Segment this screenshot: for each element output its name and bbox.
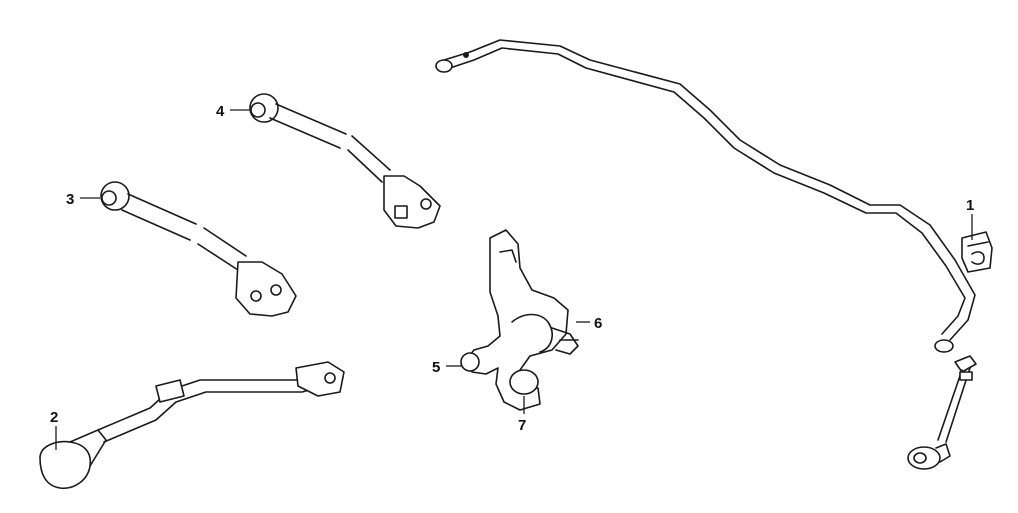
callout-1: 1 bbox=[966, 197, 974, 214]
stabilizer-bar[interactable] bbox=[435, 39, 976, 353]
callout-2: 2 bbox=[50, 409, 58, 426]
callout-6: 6 bbox=[594, 315, 602, 332]
lower-control-arm[interactable] bbox=[100, 181, 297, 317]
callout-4: 4 bbox=[216, 103, 225, 120]
knuckle-assembly[interactable] bbox=[460, 229, 579, 411]
stabilizer-bushing[interactable] bbox=[961, 231, 993, 273]
callout-5: 5 bbox=[432, 359, 440, 376]
callout-7: 7 bbox=[518, 417, 526, 434]
stabilizer-link[interactable] bbox=[907, 355, 977, 470]
trailing-arm[interactable] bbox=[39, 361, 345, 490]
callout-labels: 1 2 3 4 5 6 7 bbox=[50, 103, 974, 434]
callout-leaders bbox=[55, 109, 973, 450]
upper-control-arm[interactable] bbox=[249, 93, 441, 229]
callout-3: 3 bbox=[66, 191, 74, 208]
